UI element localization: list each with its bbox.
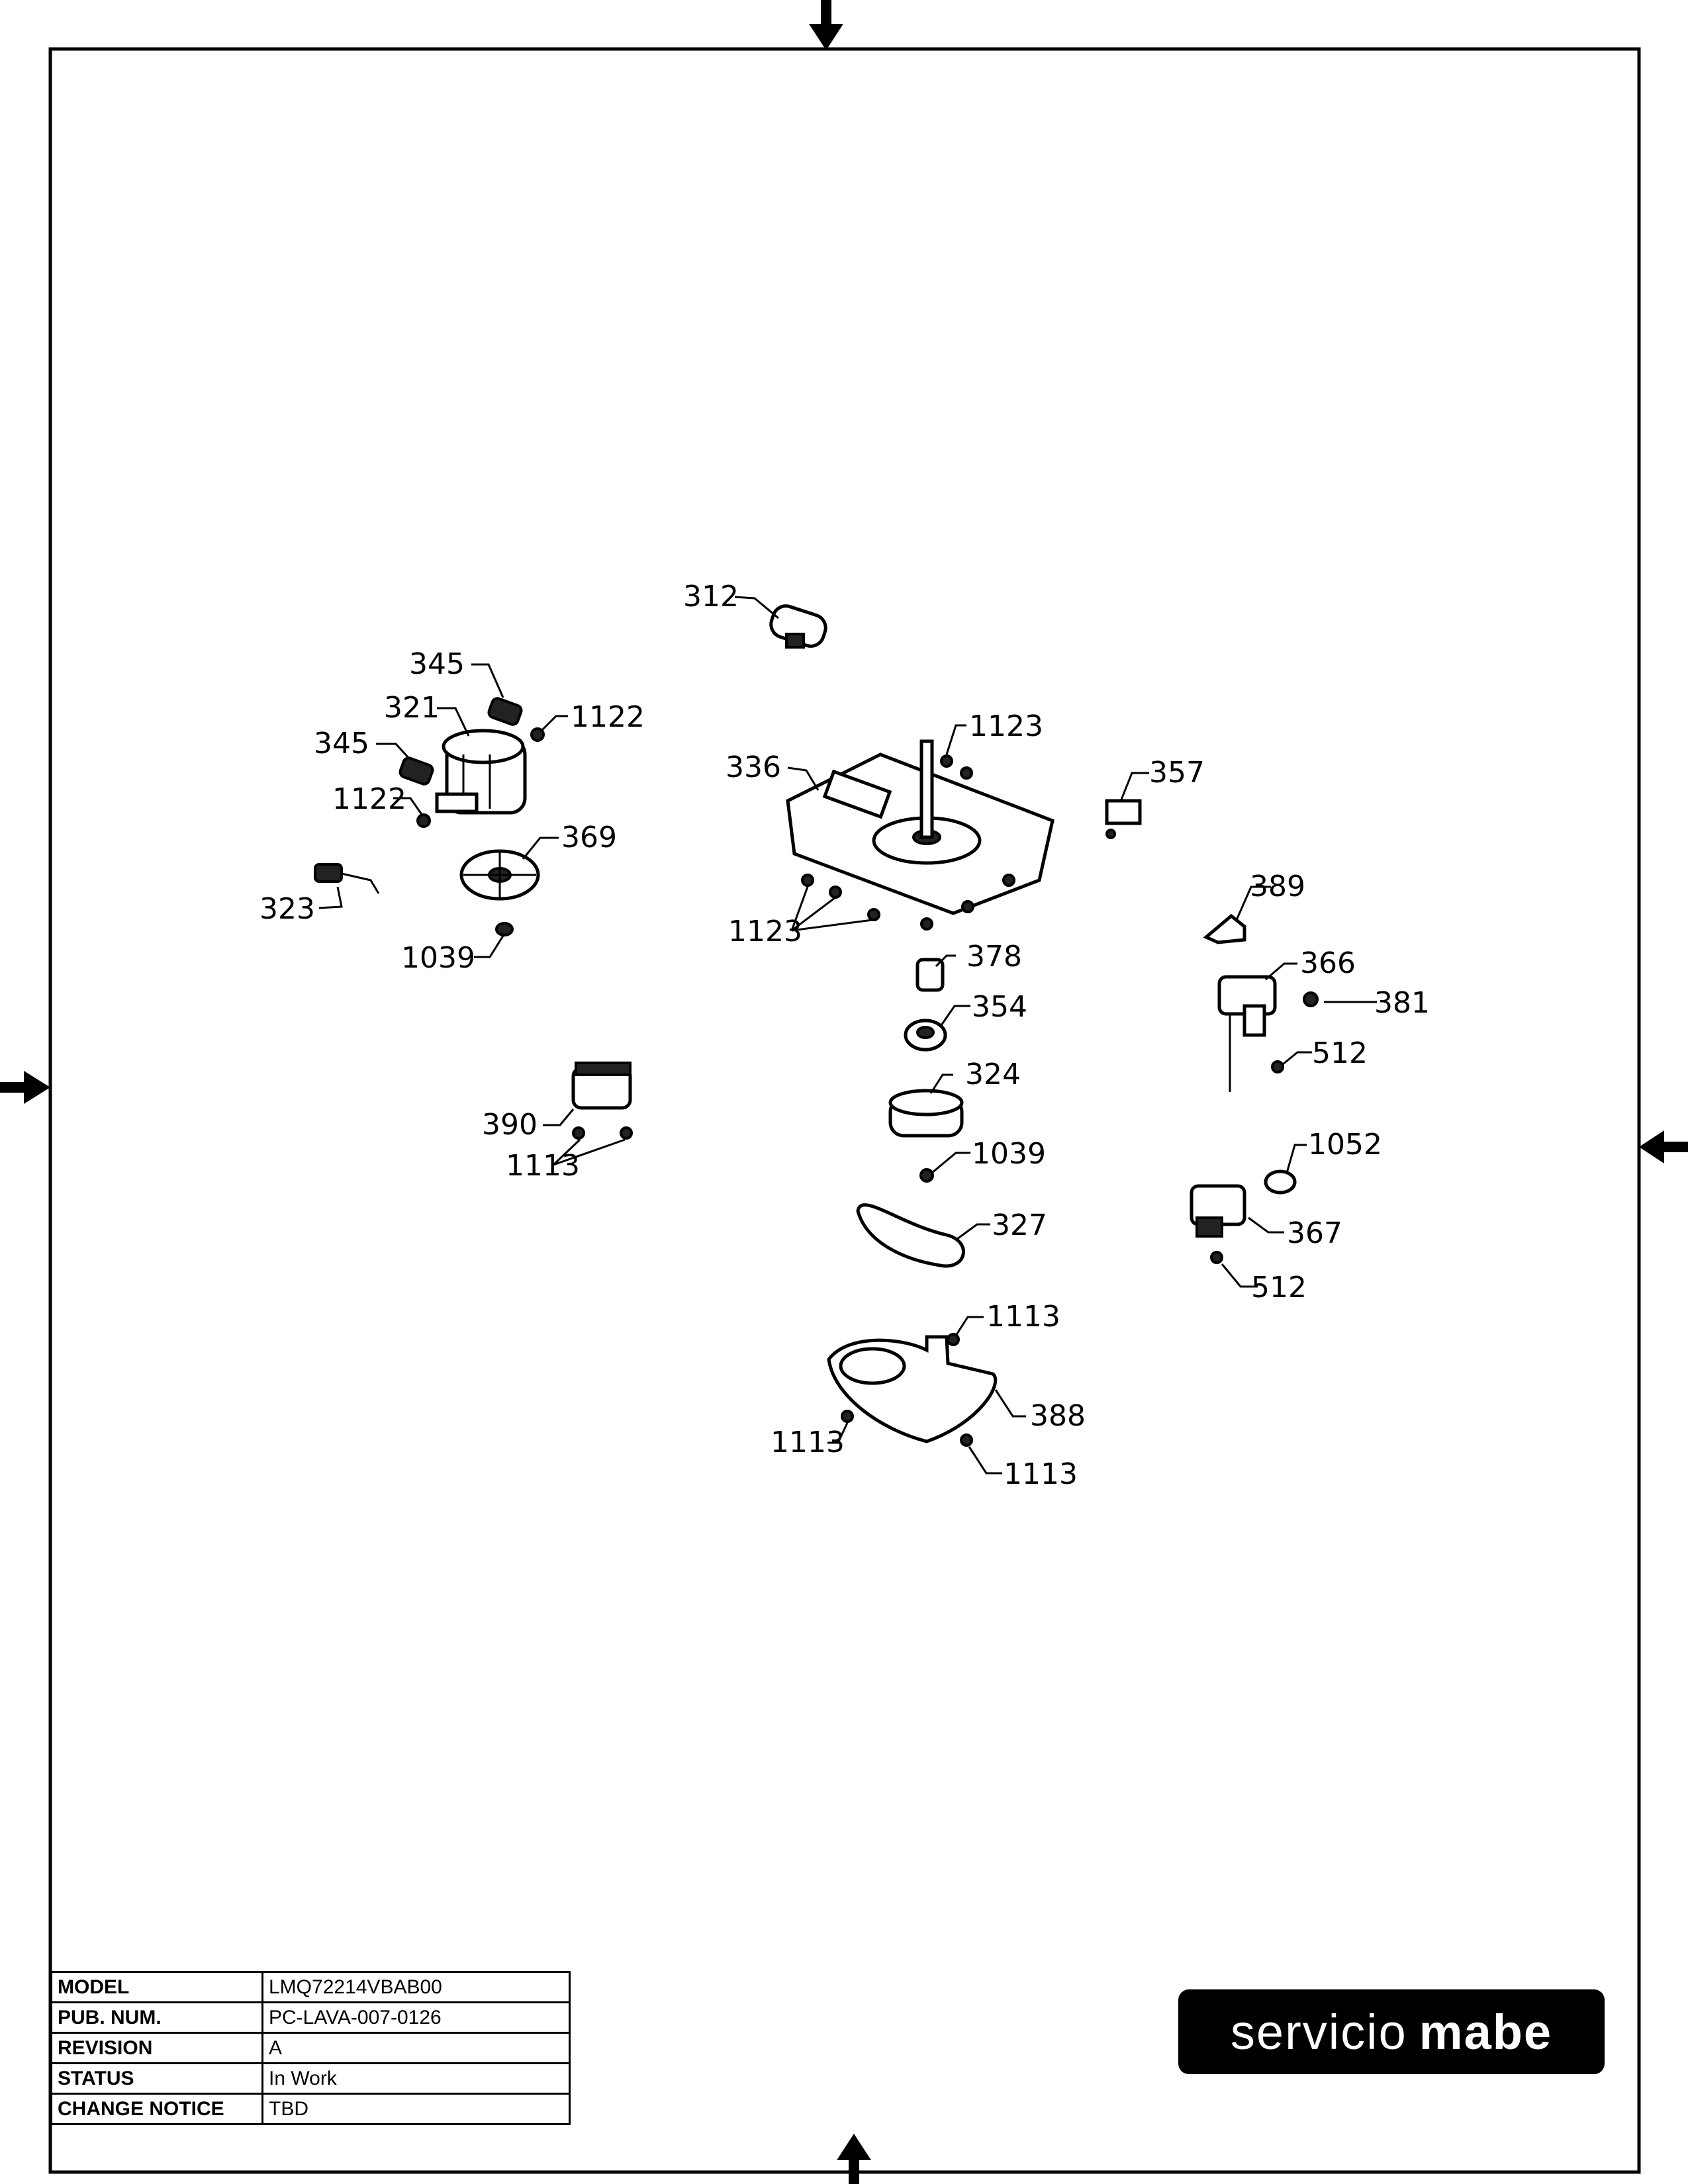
callout-378: 378 bbox=[966, 940, 1022, 974]
callout-345: 345 bbox=[314, 727, 369, 760]
callout-321: 321 bbox=[384, 691, 440, 725]
callout-1122: 1122 bbox=[332, 782, 406, 816]
part-323-clip bbox=[314, 863, 380, 894]
part-1122-screw-a bbox=[530, 727, 545, 742]
part-389-bracket bbox=[1203, 913, 1246, 944]
title-block-label: STATUS bbox=[50, 2062, 263, 2095]
title-block-value: PC-LAVA-007-0126 bbox=[261, 2001, 571, 2034]
title-block-label: CHANGE NOTICE bbox=[50, 2093, 263, 2125]
title-block-row-pub-num: PUB. NUM. PC-LAVA-007-0126 bbox=[50, 2001, 571, 2034]
title-block-row-status: STATUS In Work bbox=[50, 2062, 571, 2095]
callout-336: 336 bbox=[726, 751, 781, 784]
callout-1039: 1039 bbox=[401, 941, 475, 975]
callout-1113: 1113 bbox=[1004, 1457, 1078, 1491]
callout-1122: 1122 bbox=[571, 700, 645, 734]
part-390-pump bbox=[571, 1062, 632, 1110]
part-369-pulley-disc bbox=[459, 849, 540, 901]
callout-512: 512 bbox=[1251, 1271, 1307, 1304]
callout-390: 390 bbox=[482, 1108, 538, 1142]
callout-345: 345 bbox=[409, 647, 465, 681]
callout-367: 367 bbox=[1287, 1216, 1342, 1250]
part-354-bearing bbox=[904, 1019, 947, 1052]
title-block-row-revision: REVISION A bbox=[50, 2032, 571, 2064]
callout-1113: 1113 bbox=[986, 1300, 1060, 1334]
callout-1039: 1039 bbox=[972, 1137, 1046, 1171]
title-block-row-model: MODEL LMQ72214VBAB00 bbox=[50, 1971, 571, 2003]
callout-389: 389 bbox=[1250, 870, 1305, 903]
part-512-screw-a bbox=[1271, 1060, 1284, 1073]
callout-1123: 1123 bbox=[728, 915, 802, 948]
registration-arrow-bottom bbox=[837, 2134, 871, 2184]
brand-name: mabe bbox=[1419, 2004, 1553, 2060]
title-block-label: MODEL bbox=[50, 1971, 263, 2003]
registration-arrow-top bbox=[809, 0, 843, 50]
callout-labels: 312 345 321 1122 345 1122 369 323 1039 3… bbox=[259, 580, 1430, 1491]
title-block-label: PUB. NUM. bbox=[50, 2001, 263, 2034]
part-1122-screw-b bbox=[416, 813, 431, 828]
callout-357: 357 bbox=[1149, 756, 1205, 790]
part-366-valve bbox=[1217, 975, 1277, 1092]
part-1052-clamp bbox=[1264, 1169, 1297, 1195]
part-1039-nut-a bbox=[495, 922, 514, 936]
registration-arrow-left bbox=[0, 1071, 50, 1104]
part-321-motor bbox=[435, 729, 527, 815]
part-336-transmission-plate bbox=[786, 739, 1055, 915]
callout-1113: 1113 bbox=[771, 1426, 845, 1459]
title-block-row-change-notice: CHANGE NOTICE TBD bbox=[50, 2093, 571, 2125]
part-388-base bbox=[827, 1335, 998, 1443]
callout-366: 366 bbox=[1300, 946, 1356, 980]
registration-arrow-right bbox=[1639, 1130, 1688, 1163]
part-327-belt bbox=[856, 1203, 965, 1268]
title-block-value: TBD bbox=[261, 2093, 571, 2125]
part-378-bushing bbox=[915, 958, 945, 992]
brand-prefix: servicio bbox=[1230, 2004, 1407, 2060]
callout-324: 324 bbox=[965, 1058, 1021, 1091]
callout-512: 512 bbox=[1312, 1036, 1368, 1070]
leader-lines bbox=[318, 596, 1377, 1475]
callout-381: 381 bbox=[1374, 986, 1430, 1020]
title-block-value: A bbox=[261, 2032, 571, 2064]
callout-369: 369 bbox=[561, 821, 617, 854]
callout-312: 312 bbox=[683, 580, 739, 614]
title-block-value: LMQ72214VBAB00 bbox=[261, 1971, 571, 2003]
callout-327: 327 bbox=[992, 1208, 1047, 1242]
part-312-capacitor bbox=[769, 604, 827, 649]
sheet-border bbox=[48, 47, 1641, 2174]
part-381-fitting bbox=[1303, 991, 1319, 1007]
part-512-screw-b bbox=[1210, 1251, 1223, 1264]
part-367-valve bbox=[1190, 1184, 1246, 1238]
brand-logo: servicio mabe bbox=[1178, 1989, 1605, 2074]
part-345-bracket-b bbox=[399, 756, 434, 786]
callout-354: 354 bbox=[972, 990, 1027, 1024]
part-324-pulley bbox=[888, 1089, 964, 1138]
callout-388: 388 bbox=[1030, 1399, 1086, 1433]
title-block-value: In Work bbox=[261, 2062, 571, 2095]
part-1113-screws-b bbox=[841, 1333, 973, 1447]
callout-1123: 1123 bbox=[969, 709, 1043, 743]
part-1113-screws-a bbox=[572, 1126, 633, 1140]
part-1039-nut-b bbox=[919, 1168, 934, 1183]
callout-323: 323 bbox=[259, 892, 315, 926]
callout-1113: 1113 bbox=[506, 1149, 580, 1183]
callout-1052: 1052 bbox=[1308, 1128, 1382, 1161]
part-345-bracket-a bbox=[487, 697, 523, 726]
part-357-switch bbox=[1105, 799, 1142, 839]
title-block: MODEL LMQ72214VBAB00 PUB. NUM. PC-LAVA-0… bbox=[50, 1971, 571, 2125]
part-1123-screws bbox=[801, 754, 1015, 931]
title-block-label: REVISION bbox=[50, 2032, 263, 2064]
